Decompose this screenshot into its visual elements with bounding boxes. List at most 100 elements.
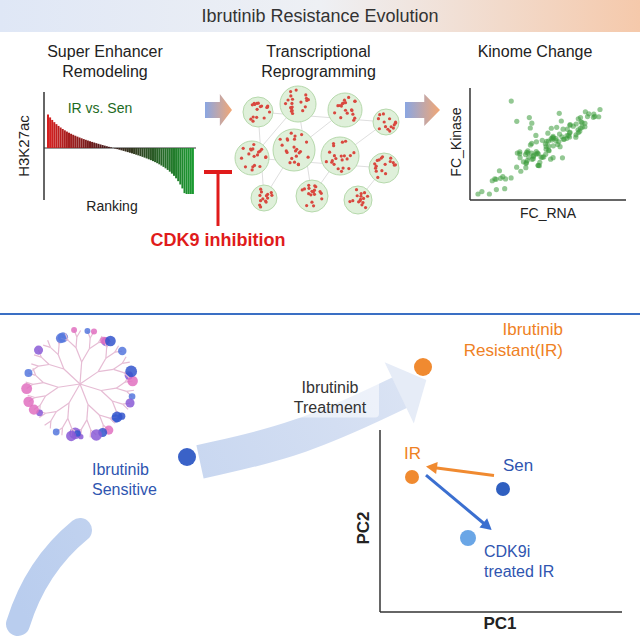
node-label: Sen (503, 456, 534, 477)
bar (167, 148, 169, 170)
cluster (373, 109, 399, 135)
cluster (344, 186, 372, 214)
bar (108, 147, 110, 148)
tree-branch (87, 420, 91, 430)
network-node (286, 98, 289, 101)
inhibition-label: CDK9 inhibition (151, 230, 286, 252)
bar (51, 120, 53, 148)
bar (150, 148, 152, 160)
bar (127, 148, 129, 152)
bar (70, 134, 72, 148)
network-node (290, 157, 293, 160)
network-node (294, 149, 297, 152)
bar (171, 148, 173, 174)
network-node (307, 187, 310, 190)
stage-heading: Super Enhancer Remodeling (7, 42, 203, 81)
axis-line (470, 199, 626, 201)
network-node (378, 127, 381, 130)
scatter-dot (529, 121, 534, 126)
scatter-dot (534, 139, 539, 144)
network-node (253, 164, 256, 167)
title-band (0, 0, 640, 32)
kinome-tree (21, 327, 138, 441)
network-node (344, 109, 347, 112)
state-dot (178, 448, 196, 466)
edge-label: Ibrutinib Treatment (281, 378, 379, 417)
network-node (247, 152, 250, 155)
bar (152, 148, 154, 161)
network-node (297, 163, 300, 166)
tree-branch (31, 364, 38, 366)
tree-branch (124, 373, 130, 378)
scatter-dot (549, 126, 554, 131)
network-node (290, 102, 293, 105)
network-node (291, 112, 294, 115)
axis-label: H3K27ac (15, 115, 33, 177)
network-node (348, 200, 351, 203)
bar (118, 148, 120, 150)
network-node (310, 201, 313, 204)
scatter-dot (514, 119, 519, 124)
network-node (300, 133, 303, 136)
network-node (377, 117, 380, 120)
tree-branch (58, 344, 60, 355)
network-node (347, 167, 350, 170)
network-node (293, 134, 296, 137)
scatter-dot (568, 122, 573, 127)
tree-branch (101, 388, 116, 390)
cluster (243, 97, 273, 127)
tree-branch (46, 387, 59, 396)
network-node (341, 102, 344, 105)
state-dot (414, 358, 432, 376)
network-node (328, 151, 331, 154)
network-node (260, 190, 263, 193)
network-node (341, 158, 344, 161)
network-node (266, 196, 269, 199)
kinase-dot (53, 429, 60, 436)
network-node (264, 155, 267, 158)
bar (163, 148, 165, 167)
network-node (351, 199, 354, 202)
tree-branch (64, 369, 80, 384)
pca-point: CDK9i treated IR (460, 530, 600, 594)
scatter-dot (562, 137, 567, 142)
network-node (376, 176, 379, 179)
tree-branch (122, 362, 129, 363)
tree-branch (69, 384, 80, 403)
network-node (289, 90, 292, 93)
scatter-plot (475, 98, 602, 196)
block-arrow (405, 94, 440, 126)
network-node (382, 112, 385, 115)
bar (116, 148, 118, 149)
state-dot (496, 482, 510, 496)
bar (100, 144, 102, 148)
pca-point: IR (402, 444, 426, 486)
block-arrow (205, 94, 232, 126)
tree-branch (89, 343, 98, 349)
network-node (289, 94, 292, 97)
scatter-dot (540, 155, 545, 160)
network-node (389, 157, 392, 160)
scatter-dot (560, 127, 565, 132)
bar (87, 141, 89, 148)
network-node (295, 155, 298, 158)
scatter-dot (508, 175, 513, 180)
scatter-dot (591, 115, 596, 120)
network-node (334, 157, 337, 160)
network-node (268, 110, 271, 113)
network-node (258, 194, 261, 197)
cluster (251, 185, 277, 211)
tree-branch (28, 395, 35, 397)
network-node (312, 190, 315, 193)
scatter-dot (582, 124, 587, 129)
tree-branch (44, 383, 59, 388)
tree-branch (40, 396, 45, 405)
network-node (388, 117, 391, 120)
network-node (261, 197, 264, 200)
connector (200, 362, 426, 462)
scatter-dot (494, 187, 499, 192)
network-node (349, 154, 352, 157)
bar (190, 148, 192, 194)
tree-branch (105, 348, 107, 359)
network-node (352, 151, 355, 154)
